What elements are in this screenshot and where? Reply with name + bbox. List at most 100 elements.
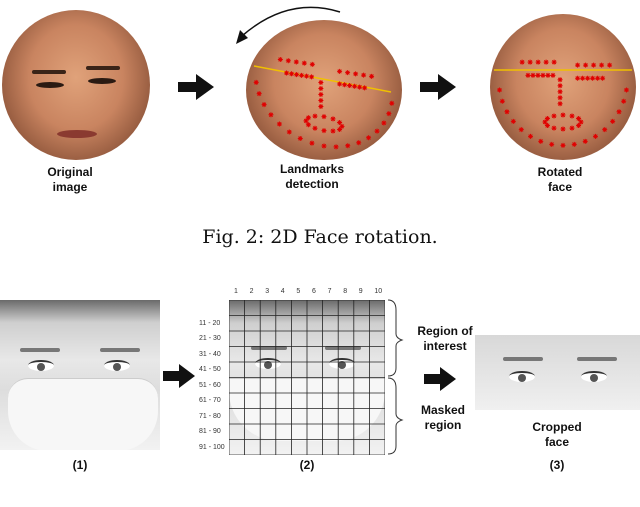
grid-overlay [229, 300, 385, 455]
landmark-point [284, 70, 290, 76]
landmark-point [600, 75, 606, 81]
landmark-point [510, 118, 516, 124]
landmark-point [557, 101, 563, 107]
landmark-point [544, 116, 550, 122]
landmark-point [569, 113, 575, 119]
landmark-point [525, 72, 531, 78]
landmark-point [286, 129, 292, 135]
landmark-point [321, 128, 327, 134]
landmark-point [386, 111, 392, 117]
landmark-point [303, 118, 309, 124]
landmark-point [583, 62, 589, 68]
landmark-point [318, 104, 324, 110]
landmark-point [576, 123, 582, 129]
landmark-point [330, 116, 336, 122]
landmark-point [366, 135, 372, 141]
landmark-point [277, 56, 283, 62]
landmark-point [576, 116, 582, 122]
landmark-point [551, 59, 557, 65]
right-arrow-icon [420, 74, 456, 100]
landmark-point [356, 140, 362, 146]
landmark-point [499, 98, 505, 104]
landmark-point [582, 138, 588, 144]
landmark-point [543, 59, 549, 65]
landmark-point [301, 60, 307, 66]
landmark-point [297, 135, 303, 141]
landmark-point [518, 127, 524, 133]
landmark-point [253, 79, 259, 85]
landmark-point [293, 59, 299, 65]
landmark-point [285, 58, 291, 64]
original-face-image [2, 10, 150, 160]
grid-face-image [229, 300, 385, 455]
landmark-point [602, 127, 608, 133]
landmark-point [309, 140, 315, 146]
landmark-point [389, 100, 395, 106]
grid-column-label: 5 [296, 288, 301, 295]
landmark-point [352, 83, 358, 89]
grid-row-label: 11 - 20 [199, 319, 221, 327]
grid-column-label: 1 [234, 288, 238, 295]
landmark-point [590, 75, 596, 81]
grid-row-label: 41 - 50 [199, 366, 221, 373]
landmark-point [337, 119, 343, 125]
landmark-point [535, 72, 541, 78]
landmark-point [321, 143, 327, 149]
landmark-point [299, 72, 305, 78]
landmark-point [318, 92, 324, 98]
grid-row-label: 71 - 80 [199, 412, 221, 420]
brace-icon [387, 299, 404, 455]
landmark-point [616, 109, 622, 115]
landmark-point [305, 115, 311, 121]
grid-column-label: 8 [343, 288, 348, 295]
panel-label-1: (1) [72, 458, 88, 472]
label-landmarks-detection: Landmarks detection [279, 162, 345, 191]
landmark-point [595, 75, 601, 81]
landmark-point [571, 141, 577, 147]
grid-row-label: 81 - 90 [199, 428, 221, 435]
landmark-point [504, 109, 510, 115]
label-masked-region: Masked region [420, 403, 466, 432]
landmark-point [276, 121, 282, 127]
landmark-point [585, 75, 591, 81]
grid-row-label: 21 - 30 [199, 335, 221, 342]
landmark-point [337, 126, 343, 132]
landmark-point [318, 98, 324, 104]
landmark-point [381, 120, 387, 126]
grid-row-label: 91 - 100 [199, 443, 225, 451]
landmark-point [599, 62, 605, 68]
landmark-point [560, 142, 566, 148]
landmark-point [497, 87, 503, 93]
landmark-point [591, 62, 597, 68]
right-arrow-icon [424, 367, 456, 391]
landmark-point [528, 133, 534, 139]
landmark-point [557, 95, 563, 101]
landmark-point [261, 102, 267, 108]
landmark-point [535, 59, 541, 65]
panel-label-2: (2) [299, 458, 315, 472]
landmark-point [294, 72, 300, 78]
landmark-point [318, 86, 324, 92]
panel-label-3: (3) [549, 458, 565, 472]
landmark-point [592, 133, 598, 139]
landmark-point [305, 122, 311, 128]
grid-column-label: 6 [312, 288, 316, 295]
landmark-point [345, 143, 351, 149]
figure-caption: Fig. 2: 2D Face rotation. [202, 226, 438, 248]
landmark-point [607, 62, 613, 68]
landmark-point [575, 62, 581, 68]
landmark-point [362, 85, 368, 91]
landmark-point [545, 72, 551, 78]
label-cropped-face: Cropped face [532, 420, 582, 449]
rotation-arrow-icon [236, 6, 341, 44]
grid-row-label: 31 - 40 [199, 350, 221, 358]
landmark-point [361, 72, 367, 78]
landmark-point [551, 113, 557, 119]
landmark-point [557, 77, 563, 83]
landmark-point [342, 82, 348, 88]
landmark-point [610, 118, 616, 124]
cropped-face-image [475, 335, 640, 410]
landmark-point [621, 98, 627, 104]
landmark-point [312, 113, 318, 119]
landmark-point [560, 126, 566, 132]
